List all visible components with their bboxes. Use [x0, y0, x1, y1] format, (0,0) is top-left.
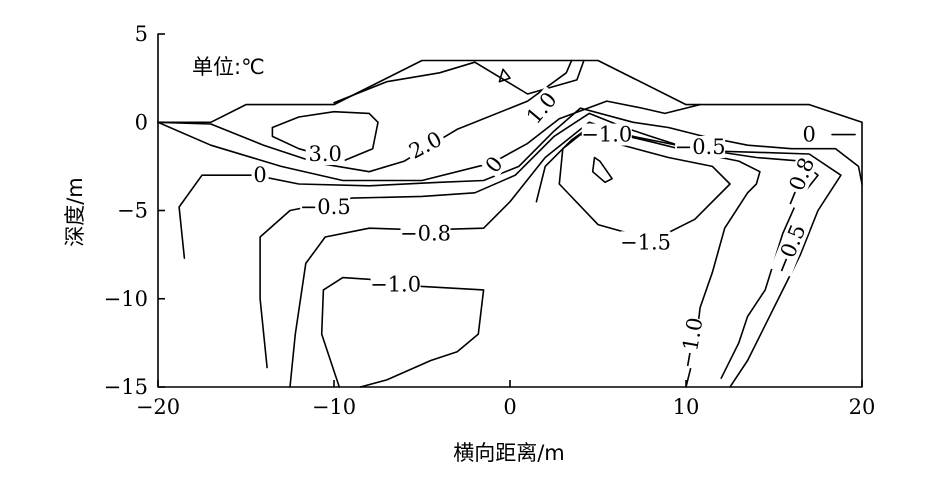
contour-label-mask: [251, 164, 269, 187]
contour-line: [289, 121, 819, 388]
contour-label-mask: [520, 86, 563, 131]
contour-label-group: −1.0: [675, 316, 707, 370]
contour-label-group: −1.0: [370, 273, 421, 297]
contour-label-mask: [305, 143, 345, 165]
contour-label-group: −1.0: [581, 123, 632, 147]
x-axis-title: 横向距离/m: [453, 441, 565, 465]
contour-label-mask: [676, 316, 707, 370]
ground-surface: [157, 59, 863, 124]
contour-label-group: 1.0: [520, 86, 563, 131]
contour-line: [535, 126, 761, 388]
contour-line: [157, 100, 701, 182]
y-tick-label: −5: [117, 199, 148, 223]
y-axis-title: 深度/m: [63, 177, 87, 247]
contour-label: 0: [803, 123, 816, 147]
contour-label-mask: [770, 221, 810, 277]
axis-ticks: −20 −10 0 10 20 5 0 −5 −10 −15: [104, 22, 876, 419]
contour-label-group: −0.8: [400, 221, 451, 245]
contour-line: [157, 59, 573, 173]
contour-label: −0.5: [769, 221, 810, 277]
unit-annotation: 单位:℃: [192, 55, 265, 79]
x-tick-label: −20: [136, 395, 180, 419]
contour-label-mask: [300, 196, 351, 218]
contour-label-group: 3.0: [305, 142, 345, 166]
contour-label: −0.5: [675, 135, 726, 159]
contour-label-group: 0: [480, 151, 509, 179]
contour-label: −1.0: [581, 123, 632, 147]
contour-label: −1.0: [370, 273, 421, 297]
contour-label-mask: [480, 151, 509, 179]
contour-lines: [157, 59, 863, 388]
contour-label: −0.8: [400, 221, 451, 245]
y-tick-label: 0: [135, 110, 148, 134]
contour-label-mask: [400, 222, 451, 245]
x-tick-label: 20: [849, 395, 876, 419]
x-tick-label: 10: [673, 395, 700, 419]
contour-label-group: 0: [251, 163, 269, 187]
y-tick-label: 5: [135, 22, 148, 46]
contour-line: [333, 59, 585, 104]
contour-label: 3.0: [308, 142, 341, 166]
embankment-outline: [157, 59, 863, 124]
contour-label: 0: [253, 163, 266, 187]
contour-label: −1.5: [620, 230, 671, 254]
y-tick-label: −15: [104, 375, 148, 399]
contour-label-group: −0.5: [300, 195, 351, 219]
contour-label: −1.0: [675, 316, 707, 370]
contour-label-mask: [403, 126, 448, 165]
contour-line: [259, 112, 842, 388]
contour-line: [271, 110, 379, 162]
contour-line: [558, 133, 731, 238]
x-tick-label: −10: [312, 395, 356, 419]
contour-line: [178, 107, 863, 259]
contour-label-mask: [620, 231, 671, 254]
contour-line: [591, 156, 613, 184]
contour-label-mask: [779, 154, 819, 210]
contour-label: −0.5: [300, 195, 351, 219]
contour-label-group: 0: [800, 123, 818, 147]
contour-label-group: 2.0: [403, 126, 448, 165]
contour-label-mask: [675, 136, 726, 158]
contour-label-group: −1.5: [620, 230, 671, 254]
y-tick-label: −10: [104, 287, 148, 311]
contour-label-group: −0.5: [769, 221, 810, 277]
contour-label-mask: [581, 123, 632, 146]
contour-line: [320, 276, 485, 388]
x-tick-label: 0: [503, 395, 516, 419]
contour-label-group: −0.5: [675, 135, 726, 159]
contour-label-mask: [370, 273, 421, 296]
contour-label-mask: [800, 123, 818, 146]
